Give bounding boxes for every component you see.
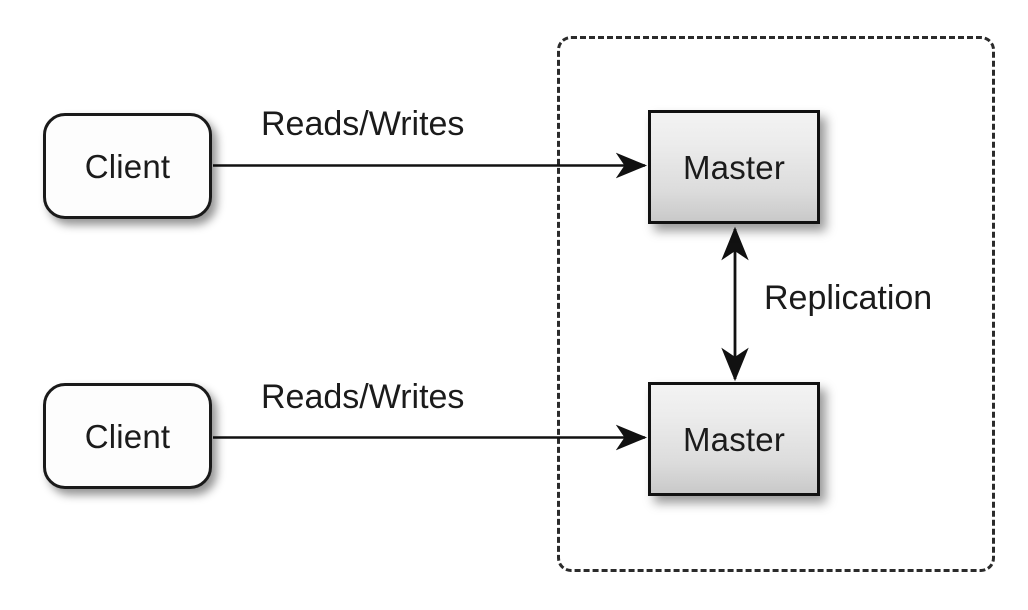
edge-label-reads-writes-bottom: Reads/Writes [261, 378, 465, 416]
node-client-bottom[interactable]: Client [43, 383, 212, 489]
node-master-bottom[interactable]: Master [648, 382, 820, 496]
node-client-bottom-label: Client [84, 417, 171, 455]
edge-label-reads-writes-top: Reads/Writes [261, 105, 465, 143]
node-client-top[interactable]: Client [43, 113, 212, 219]
cluster-boundary-dashed [557, 36, 995, 572]
node-master-bottom-label: Master [682, 420, 786, 458]
node-client-top-label: Client [84, 147, 171, 185]
edge-label-replication: Replication [764, 279, 933, 317]
node-master-top[interactable]: Master [648, 110, 820, 224]
node-master-top-label: Master [682, 148, 786, 186]
